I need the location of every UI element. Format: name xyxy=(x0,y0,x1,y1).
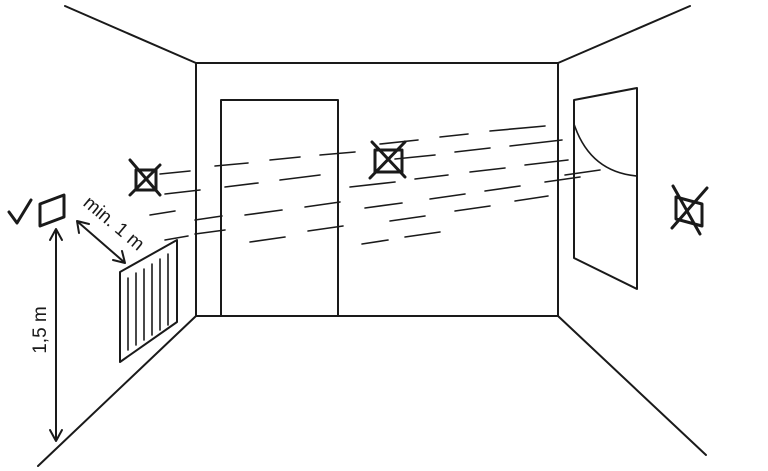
light-rays xyxy=(149,125,601,245)
sensor-not-allowed-icon xyxy=(368,140,407,180)
height-dimension-arrow xyxy=(49,228,63,442)
radiator-body xyxy=(119,239,178,363)
check-mark-icon xyxy=(7,198,33,225)
ceiling-edge-left xyxy=(64,5,197,64)
window xyxy=(573,87,638,290)
window-swing-arc xyxy=(573,123,638,177)
door xyxy=(220,99,339,317)
distance-dimension-arrow xyxy=(76,220,126,264)
floor-edge-right xyxy=(557,315,707,456)
ceiling-edge-right xyxy=(557,5,691,64)
sensor-not-allowed-icon xyxy=(128,158,162,197)
height-label: 1,5 m xyxy=(30,306,51,354)
radiator xyxy=(119,239,178,363)
radiator-fins xyxy=(127,253,169,351)
room-outline xyxy=(37,5,707,467)
floor-edge-left xyxy=(37,315,197,467)
window-frame xyxy=(573,87,638,290)
sensor-ok-icon xyxy=(38,193,66,228)
sensor-not-allowed-icon xyxy=(670,184,709,236)
